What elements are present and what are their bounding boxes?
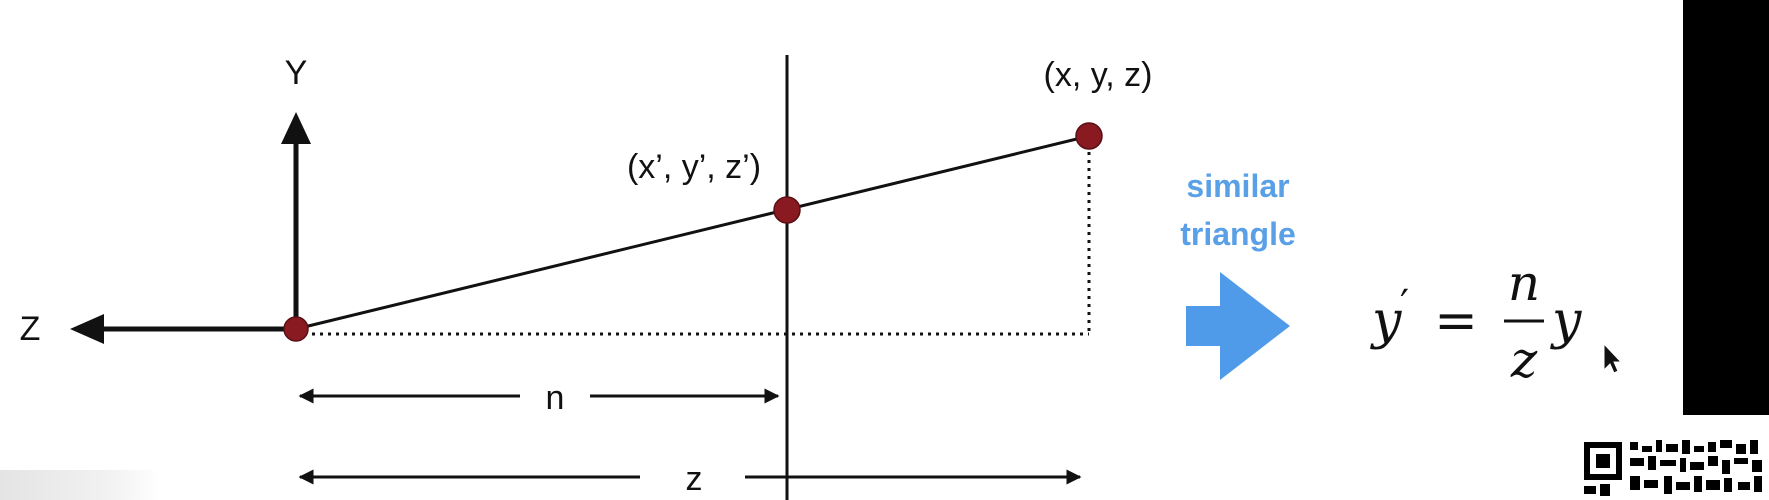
- big-right-arrow-icon: [1186, 272, 1290, 380]
- y-axis-arrowhead: [281, 112, 311, 144]
- projected-point-label: (x’, y’, z’): [627, 148, 761, 186]
- formula-rhs-var: y: [1550, 291, 1582, 351]
- formula-denominator: z: [1510, 331, 1538, 389]
- formula: y ′ = n z y: [1370, 254, 1582, 389]
- far-point-label: (x, y, z): [1044, 56, 1153, 94]
- dist-n-label: n: [546, 379, 565, 417]
- caption-line-2: triangle: [1180, 216, 1296, 252]
- corner-overlay: [0, 470, 160, 500]
- z-axis-label: Z: [20, 310, 41, 348]
- qr-code-icon: [1580, 436, 1769, 500]
- dist-z-label: z: [686, 460, 703, 498]
- formula-equals: =: [1434, 291, 1478, 351]
- black-side-bar: [1683, 0, 1769, 415]
- y-axis-label: Y: [285, 54, 308, 92]
- mouse-cursor-icon: [1603, 342, 1623, 374]
- projection-ray: [295, 134, 1090, 331]
- projected-point: [773, 196, 801, 224]
- far-point: [1075, 122, 1103, 150]
- formula-lhs-var: y: [1370, 291, 1402, 351]
- formula-lhs-prime: ′: [1400, 282, 1409, 328]
- caption-line-1: similar: [1186, 168, 1289, 204]
- origin-point: [283, 316, 309, 342]
- z-axis-arrowhead: [70, 314, 104, 344]
- formula-numerator: n: [1508, 254, 1540, 312]
